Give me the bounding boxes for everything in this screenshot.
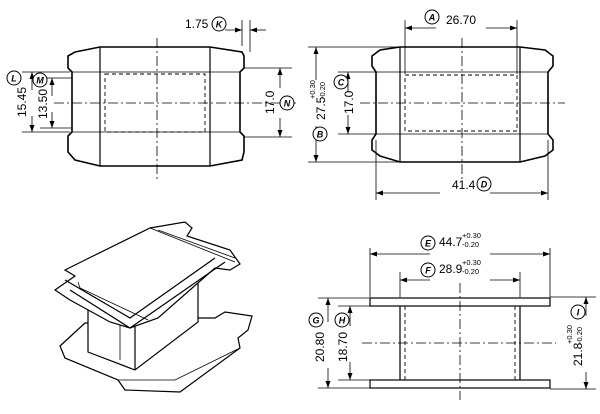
- top-left-view: 1.75 K 15.45 L 13.50 M 17.0 N: [6, 16, 296, 182]
- tol-upper: +0.30: [308, 80, 317, 99]
- tol-lower: -0.20: [462, 267, 479, 276]
- dim-flange-length: 44.7: [439, 235, 463, 249]
- dim-flange-gap: 1.75: [185, 17, 209, 31]
- iso-top-flange: [53, 221, 241, 329]
- dim-outer-height: 20.80: [313, 332, 327, 362]
- iso-edge: [157, 229, 236, 259]
- tol-upper: +0.30: [462, 258, 481, 267]
- tol-upper: +0.30: [462, 231, 481, 240]
- dim-inner-height: 18.70: [336, 332, 350, 362]
- iso-edge: [77, 281, 149, 321]
- top-right-view: 26.70 A 27.5 +0.30 -0.20 B 17.0 C 41.4 D: [308, 9, 565, 200]
- dim-overall-length: 41.4: [452, 178, 476, 192]
- iso-edge: [64, 347, 241, 391]
- tag-i: I: [577, 308, 580, 318]
- tag-l: L: [11, 74, 17, 84]
- iso-edge: [69, 261, 226, 329]
- tag-m: M: [36, 76, 44, 86]
- tag-e: E: [425, 239, 432, 249]
- iso-edge: [149, 227, 236, 263]
- tag-a: A: [428, 13, 436, 23]
- hidden-window: [104, 73, 206, 133]
- tol-lower: -0.20: [575, 327, 584, 344]
- tag-g: G: [312, 316, 319, 326]
- dim-overall-height: 27.5: [314, 96, 328, 120]
- tag-b: B: [317, 130, 324, 140]
- tol-lower: -0.20: [318, 82, 327, 99]
- dim-inner-height: 13.50: [36, 89, 50, 119]
- isometric-view: [53, 221, 253, 393]
- tag-k: K: [216, 20, 224, 30]
- tag-n: N: [284, 99, 291, 109]
- dim-window-length: 26.70: [446, 13, 476, 27]
- tag-h: H: [339, 316, 346, 326]
- dim-core-height: 17.0: [342, 90, 356, 114]
- dim-window-height: 17.0: [263, 90, 277, 114]
- dim-outer-height: 15.45: [15, 87, 29, 117]
- iso-edge: [64, 257, 216, 319]
- dim-overall-height: 21.8: [571, 342, 585, 366]
- top-right-outline: [371, 46, 554, 163]
- tag-f: F: [425, 266, 431, 276]
- top-left-outline: [67, 46, 245, 167]
- bottom-right-view: E 44.7 +0.30 -0.20 F 28.9 +0.30 -0.20 20…: [308, 231, 596, 400]
- dim-winding-length: 28.9: [439, 262, 463, 276]
- tol-upper: +0.30: [565, 325, 574, 344]
- tol-lower: -0.20: [462, 240, 479, 249]
- tag-d: D: [481, 180, 488, 190]
- tag-c: C: [338, 78, 345, 88]
